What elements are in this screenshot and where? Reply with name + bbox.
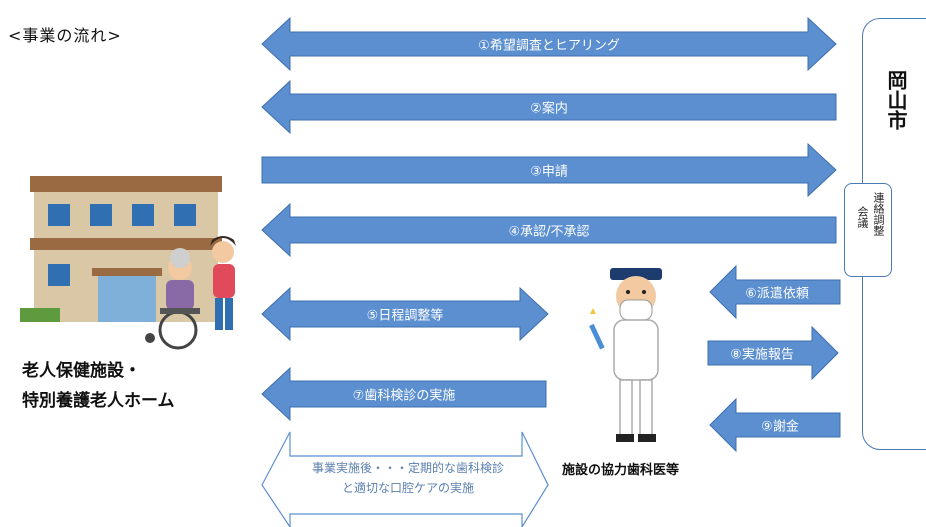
meeting-box: 連絡調整 会議 — [844, 183, 892, 277]
facility-line-2: 特別養護老人ホーム — [22, 391, 175, 411]
arrow-label-6: ⑥派遣依頼 — [745, 286, 809, 302]
meeting-line-2: 会議 — [856, 206, 869, 228]
arrow-1-double — [261, 16, 837, 72]
note-outline-arrow — [261, 431, 549, 527]
facility-line-1: 老人保健施設・ — [22, 361, 141, 381]
dentist-illustration — [589, 268, 662, 442]
note-line-1: 事業実施後・・・定期的な歯科検診 — [311, 461, 504, 475]
meeting-line-1: 連絡調整 — [872, 192, 885, 236]
arrow-label-5: ⑤日程調整等 — [366, 308, 444, 324]
page-title: <事業の流れ> — [8, 26, 122, 45]
arrow-label-2: ②案内 — [530, 101, 568, 117]
followup-note: 事業実施後・・・定期的な歯科検診 と適切な口腔ケアの実施 — [290, 458, 526, 498]
city-name: 岡山市 — [884, 70, 908, 130]
facility-label: 老人保健施設・ 特別養護老人ホーム — [22, 356, 175, 416]
note-line-2: と適切な口腔ケアの実施 — [341, 481, 474, 495]
nursing-home-illustration — [20, 176, 236, 350]
arrow-9-left — [709, 397, 841, 453]
arrow-label-9: ⑨謝金 — [761, 419, 799, 435]
arrow-label-1: ①希望調査とヒアリング — [478, 38, 620, 54]
arrow-4-left — [261, 202, 837, 258]
arrow-label-3: ③申請 — [530, 164, 568, 180]
dentist-label: 施設の協力歯科医等 — [562, 463, 680, 478]
arrow-8-right — [707, 325, 839, 381]
arrow-label-4: ④承認/不承認 — [508, 224, 590, 240]
arrow-3-right — [261, 142, 837, 198]
arrow-2-left — [261, 79, 837, 135]
arrow-7-left — [261, 366, 547, 422]
arrow-label-7: ⑦歯科検診の実施 — [352, 388, 456, 404]
arrow-5-double — [261, 286, 549, 342]
arrow-label-8: ⑧実施報告 — [730, 347, 794, 363]
arrow-6-left — [709, 264, 841, 320]
